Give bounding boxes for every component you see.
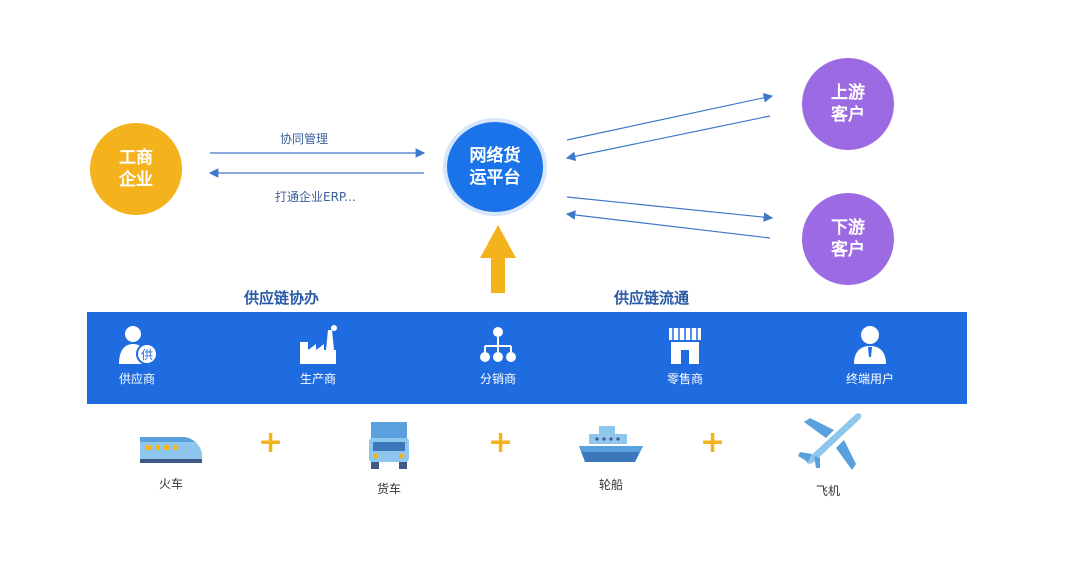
platform-node: 网络货 运平台 xyxy=(443,118,547,216)
supplier-icon: 供 xyxy=(119,326,158,365)
transport-ship: 轮船 xyxy=(566,420,656,493)
transport-label-truck: 货车 xyxy=(376,482,401,496)
chain-label-manufacturer: 生产商 xyxy=(299,372,336,386)
user-icon xyxy=(854,326,886,364)
chain-label-end-user: 终端用户 xyxy=(845,372,894,386)
network-icon xyxy=(480,327,516,362)
link-label-collaboration: 协同管理 xyxy=(280,132,329,146)
factory-icon xyxy=(300,325,337,364)
section-supply-chain-coordination: 供应链协办 xyxy=(244,289,320,307)
arrow-from-downstream xyxy=(565,210,771,239)
arrow-to-downstream xyxy=(566,196,774,222)
plus-icon: + xyxy=(700,425,726,460)
chain-supplier: 供 供应商 xyxy=(92,312,182,404)
chain-label-retailer: 零售商 xyxy=(666,372,703,386)
downstream-customer-node: 下游 客户 xyxy=(802,193,894,285)
chain-manufacturer: 生产商 xyxy=(273,312,363,404)
link-label-erp: 打通企业ERP... xyxy=(275,190,356,204)
supply-chain-band: 供 供应商 生产商 分销商 零售商 xyxy=(87,312,967,404)
plus-icon: + xyxy=(258,425,284,460)
transport-label-ship: 轮船 xyxy=(598,478,623,492)
arrow-to-upstream xyxy=(566,93,774,141)
plus-icon: + xyxy=(488,425,514,460)
upstream-customer-node: 上游 客户 xyxy=(802,58,894,150)
truck-icon xyxy=(369,422,409,469)
enterprise-node: 工商 企业 xyxy=(90,123,182,215)
up-arrow xyxy=(480,225,516,293)
chain-label-supplier: 供应商 xyxy=(118,372,155,386)
ship-icon xyxy=(579,426,643,462)
chain-end-user: 终端用户 xyxy=(825,312,915,404)
store-icon xyxy=(669,328,701,364)
transport-label-train: 火车 xyxy=(158,477,183,491)
train-icon xyxy=(140,437,202,463)
arrow-from-upstream xyxy=(565,115,771,161)
svg-text:供: 供 xyxy=(141,348,153,362)
transport-label-plane: 飞机 xyxy=(815,484,840,498)
transport-train: 火车 xyxy=(126,425,216,492)
chain-distributor: 分销商 xyxy=(453,312,543,404)
transport-truck: 货车 xyxy=(344,418,434,497)
airplane-icon xyxy=(798,413,862,470)
chain-label-distributor: 分销商 xyxy=(479,372,516,386)
chain-retailer: 零售商 xyxy=(640,312,730,404)
transport-plane: 飞机 xyxy=(783,408,873,499)
section-supply-chain-circulation: 供应链流通 xyxy=(614,289,690,307)
